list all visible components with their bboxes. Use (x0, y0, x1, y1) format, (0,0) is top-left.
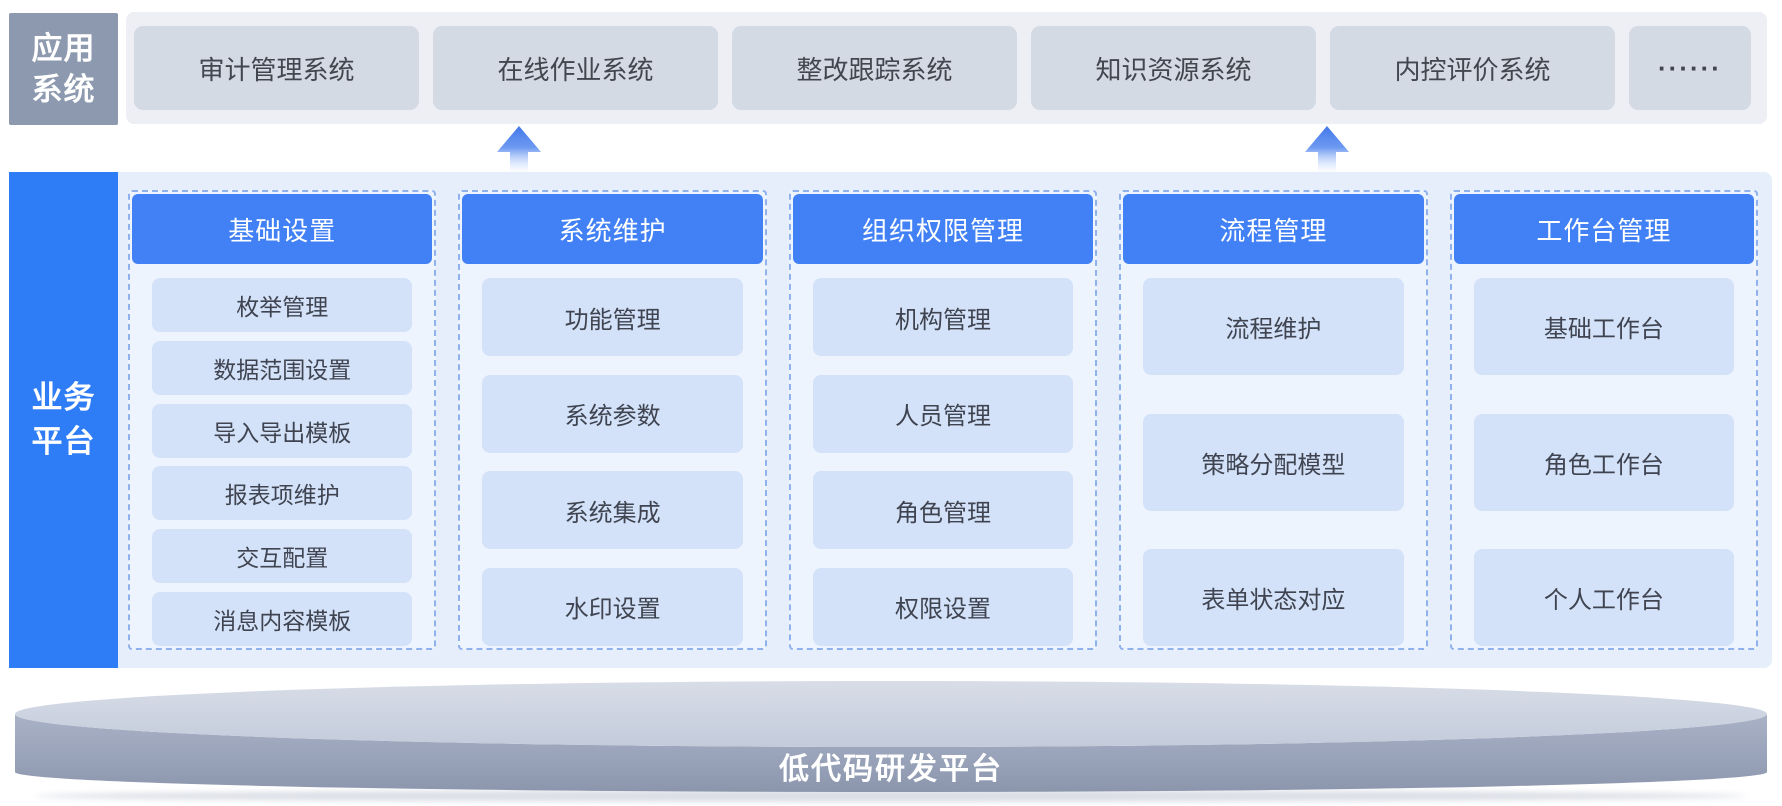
business-platform-section: 业务 平台 基础设置 枚举管理 数据范围设置 导入导出模板 报表项维护 交互配置… (9, 172, 1772, 668)
group-item-label: 策略分配模型 (1201, 451, 1346, 479)
business-group: 流程管理 流程维护 策略分配模型 表单状态对应 (1119, 190, 1428, 650)
group-item: 流程维护 (1143, 278, 1404, 375)
app-system-box: 知识资源系统 (1031, 26, 1316, 110)
app-systems-side-label-line2: 系统 (31, 72, 96, 107)
group-item: 基础工作台 (1473, 278, 1735, 375)
group-item: 数据范围设置 (152, 340, 413, 395)
business-group: 组织权限管理 机构管理 人员管理 角色管理 权限设置 (788, 190, 1098, 650)
group-header: 流程管理 (1123, 194, 1424, 264)
group-item: 表单状态对应 (1143, 549, 1404, 646)
app-systems-side-label-line1: 应用 (31, 31, 96, 66)
business-platform-side-label-line2: 平台 (31, 424, 96, 459)
group-item: 导入导出模板 (152, 403, 413, 458)
group-item: 交互配置 (152, 529, 413, 584)
group-item: 水印设置 (482, 567, 743, 646)
platform-top-surface (15, 681, 1767, 747)
group-title: 系统维护 (558, 215, 667, 246)
business-group: 系统维护 功能管理 系统参数 系统集成 水印设置 (458, 190, 767, 650)
group-item-label: 系统集成 (564, 499, 661, 527)
group-item-label: 角色管理 (895, 499, 992, 527)
app-systems-side-label: 应用 系统 (9, 13, 118, 125)
group-items: 机构管理 人员管理 角色管理 权限设置 (812, 278, 1074, 646)
app-system-box: ······ (1629, 26, 1751, 110)
group-item-label: 水印设置 (564, 596, 661, 624)
group-item: 人员管理 (812, 374, 1074, 453)
foundation-platform-shape (15, 681, 1767, 802)
app-system-box: 内控评价系统 (1330, 26, 1615, 110)
group-item: 机构管理 (812, 278, 1074, 356)
group-item: 个人工作台 (1473, 549, 1735, 646)
business-groups: 基础设置 枚举管理 数据范围设置 导入导出模板 报表项维护 交互配置 消息内容模… (118, 172, 1772, 668)
group-header: 工作台管理 (1453, 194, 1755, 264)
group-item-label: 表单状态对应 (1201, 587, 1346, 614)
group-header: 系统维护 (462, 194, 763, 264)
group-item-label: 系统参数 (564, 403, 661, 431)
group-title: 工作台管理 (1536, 215, 1672, 246)
group-item: 枚举管理 (152, 278, 413, 332)
app-systems-row: 审计管理系统 在线作业系统 整改跟踪系统 知识资源系统 内控评价系统 ·····… (126, 12, 1767, 124)
app-system-label: 审计管理系统 (198, 54, 355, 85)
group-item: 权限设置 (812, 567, 1074, 646)
business-platform-side-label: 业务 平台 (9, 172, 118, 668)
group-item-label: 枚举管理 (236, 294, 329, 320)
group-item-label: 流程维护 (1225, 316, 1322, 343)
up-arrow-icon (497, 126, 541, 174)
app-system-label: 内控评价系统 (1394, 54, 1551, 85)
group-item-label: 基础工作台 (1543, 316, 1664, 343)
group-items: 枚举管理 数据范围设置 导入导出模板 报表项维护 交互配置 消息内容模板 (152, 278, 413, 646)
app-system-label: ······ (1658, 52, 1722, 83)
group-item: 报表项维护 (152, 466, 413, 521)
foundation-platform-label: 低代码研发平台 (779, 753, 1003, 786)
app-system-label: 知识资源系统 (1095, 54, 1252, 85)
app-system-box: 整改跟踪系统 (732, 26, 1017, 110)
business-platform-side-label-line1: 业务 (31, 380, 96, 415)
group-item: 系统参数 (482, 374, 743, 453)
app-system-box: 审计管理系统 (134, 26, 419, 110)
business-group: 工作台管理 基础工作台 角色工作台 个人工作台 (1449, 190, 1759, 650)
group-item-label: 人员管理 (895, 403, 992, 431)
group-items: 流程维护 策略分配模型 表单状态对应 (1143, 278, 1404, 646)
group-item-label: 数据范围设置 (213, 356, 352, 383)
group-item-label: 消息内容模板 (213, 607, 352, 634)
group-item-label: 导入导出模板 (213, 419, 352, 446)
group-header: 基础设置 (132, 194, 433, 264)
group-title: 基础设置 (228, 215, 337, 246)
group-item: 策略分配模型 (1143, 413, 1404, 511)
group-item: 功能管理 (482, 278, 743, 356)
up-arrow-icon (1305, 126, 1349, 174)
group-item-label: 功能管理 (564, 306, 661, 334)
app-system-box: 在线作业系统 (433, 26, 718, 110)
business-group: 基础设置 枚举管理 数据范围设置 导入导出模板 报表项维护 交互配置 消息内容模… (128, 190, 437, 650)
group-item-label: 个人工作台 (1543, 587, 1664, 614)
group-header: 组织权限管理 (792, 194, 1094, 264)
group-item: 角色工作台 (1473, 413, 1735, 511)
group-item: 消息内容模板 (152, 591, 413, 646)
app-system-label: 在线作业系统 (497, 54, 654, 85)
group-title: 流程管理 (1219, 215, 1328, 246)
group-item: 角色管理 (812, 471, 1074, 550)
group-item-label: 角色工作台 (1543, 451, 1664, 479)
group-item-label: 权限设置 (895, 596, 992, 624)
group-item-label: 报表项维护 (224, 482, 340, 509)
group-title: 组织权限管理 (862, 215, 1025, 246)
group-items: 基础工作台 角色工作台 个人工作台 (1473, 278, 1735, 646)
platform-shadow (36, 790, 1746, 802)
group-items: 功能管理 系统参数 系统集成 水印设置 (482, 278, 743, 646)
group-item-label: 交互配置 (236, 545, 329, 572)
app-system-label: 整改跟踪系统 (796, 54, 953, 85)
platform-body (15, 714, 1767, 792)
group-item-label: 机构管理 (895, 306, 992, 334)
group-item: 系统集成 (482, 471, 743, 550)
